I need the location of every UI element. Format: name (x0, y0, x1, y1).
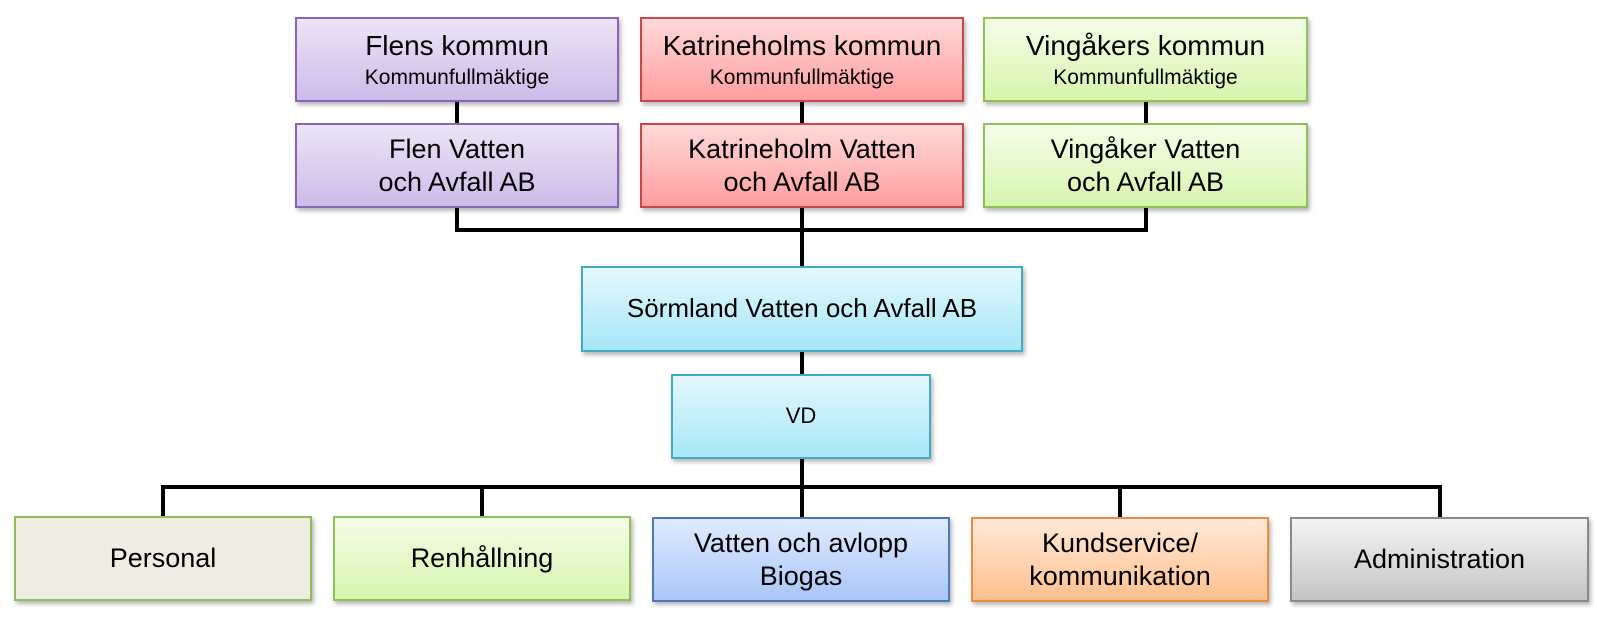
katrineholm-vatten-box: Katrineholm Vatten och Avfall AB (640, 123, 964, 208)
sormland-vatten-box: Sörmland Vatten och Avfall AB (581, 266, 1023, 352)
department-line-1: Kundservice/ (1041, 528, 1199, 559)
department-line-2: kommunikation (1029, 560, 1211, 591)
flen-vatten-box: Flen Vatten och Avfall AB (295, 123, 619, 208)
department-label: Administration (1353, 544, 1526, 575)
municipality-body: Kommunfullmäktige (364, 66, 550, 90)
municipality-name: Katrineholms kommun (662, 29, 942, 61)
parent-company-label: Sörmland Vatten och Avfall AB (626, 293, 978, 324)
kundservice-box: Kundservice/ kommunikation (971, 517, 1269, 602)
company-line-1: Vingåker Vatten (1050, 134, 1241, 165)
administration-box: Administration (1290, 517, 1589, 602)
vingaker-vatten-box: Vingåker Vatten och Avfall AB (983, 123, 1308, 208)
katrineholms-kommun-box: Katrineholms kommun Kommunfullmäktige (640, 17, 964, 102)
company-line-1: Flen Vatten (388, 134, 526, 165)
department-line-1: Vatten och avlopp (693, 528, 909, 559)
vingakers-kommun-box: Vingåkers kommun Kommunfullmäktige (983, 17, 1308, 102)
flens-kommun-box: Flens kommun Kommunfullmäktige (295, 17, 619, 102)
company-line-2: och Avfall AB (1066, 166, 1225, 197)
department-label: Personal (109, 543, 217, 574)
company-line-1: Katrineholm Vatten (688, 134, 916, 165)
company-line-2: och Avfall AB (723, 166, 881, 197)
municipality-body: Kommunfullmäktige (709, 66, 895, 90)
department-line-2: Biogas (759, 560, 843, 591)
vd-box: VD (671, 374, 931, 459)
company-line-2: och Avfall AB (378, 166, 536, 197)
vatten-och-avlopp-box: Vatten och avlopp Biogas (652, 517, 950, 602)
ceo-label: VD (785, 403, 817, 429)
municipality-body: Kommunfullmäktige (1053, 66, 1238, 90)
municipality-name: Flens kommun (365, 29, 549, 61)
municipality-name: Vingåkers kommun (1025, 29, 1266, 61)
department-label: Renhållning (410, 543, 554, 574)
renhallning-box: Renhållning (333, 516, 631, 601)
personal-box: Personal (14, 516, 312, 601)
